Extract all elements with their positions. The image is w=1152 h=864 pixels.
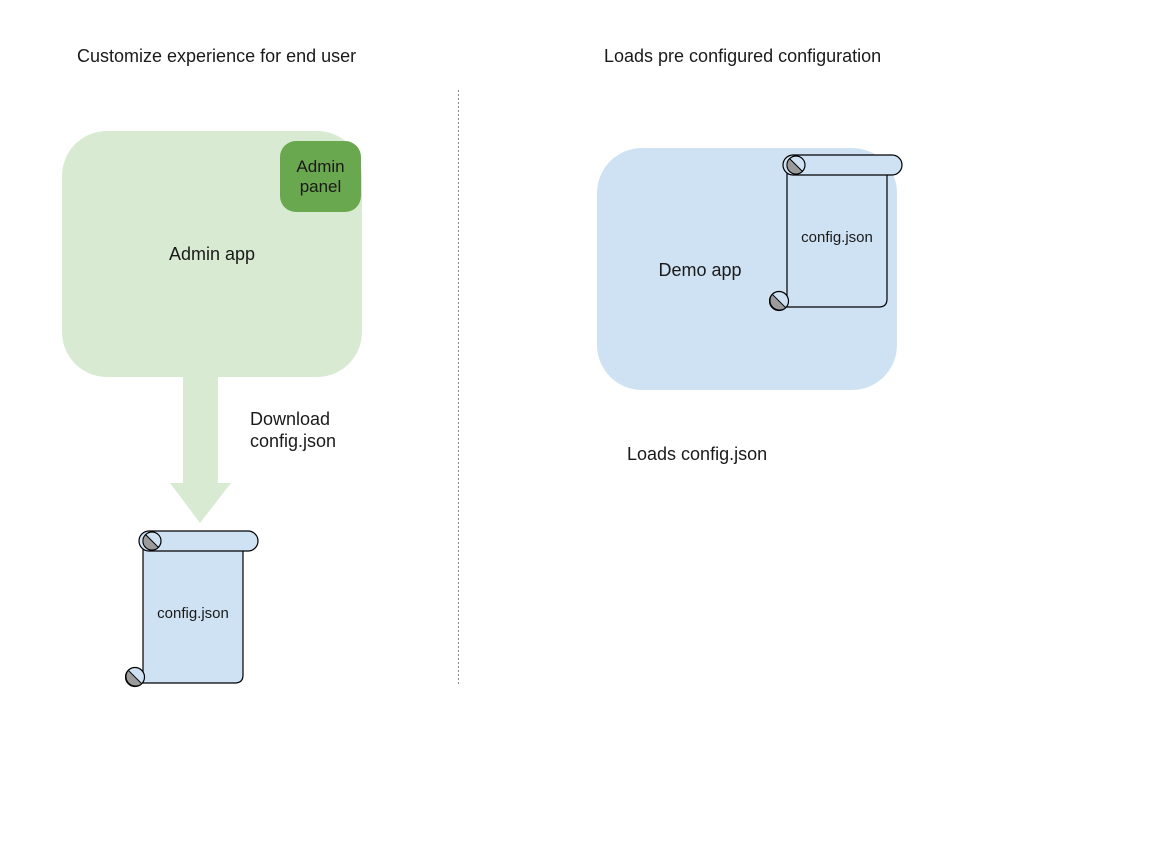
config-file-label: config.json	[801, 229, 873, 246]
config-file-label: config.json	[157, 605, 229, 622]
scroll-top-curl-shade	[786, 157, 804, 175]
download-config-label: Download config.json	[250, 408, 336, 452]
loads-config-label: Loads config.json	[627, 444, 768, 464]
admin-panel-label-line2: panel	[299, 176, 342, 196]
scroll-bottom-curl-shade	[125, 669, 143, 687]
admin-panel-shape: Admin panel	[280, 141, 361, 212]
section-divider	[458, 90, 459, 686]
config-json-scroll: config.json	[769, 154, 903, 312]
down-arrow-shape	[170, 377, 231, 523]
download-config-label-line1: Download	[250, 409, 331, 429]
scroll-top-roll	[138, 530, 259, 552]
scroll-body	[786, 164, 888, 308]
download-config-label-line2: config.json	[250, 431, 337, 451]
config-json-scroll: config.json	[125, 530, 259, 688]
scroll-top-roll	[782, 154, 903, 176]
scroll-body	[142, 540, 244, 684]
admin-app-shape: Admin app Admin panel	[62, 131, 362, 377]
right-section-title: Loads pre configured configuration	[604, 46, 882, 66]
left-section-title: Customize experience for end user	[77, 46, 357, 66]
admin-app-label: Admin app	[168, 243, 256, 264]
scroll-bottom-curl-shade	[769, 293, 787, 311]
demo-app-label: Demo app	[658, 260, 742, 280]
scroll-top-curl-shade	[142, 533, 160, 551]
admin-panel-label-line1: Admin	[296, 156, 345, 176]
down-arrow-icon	[170, 377, 231, 523]
